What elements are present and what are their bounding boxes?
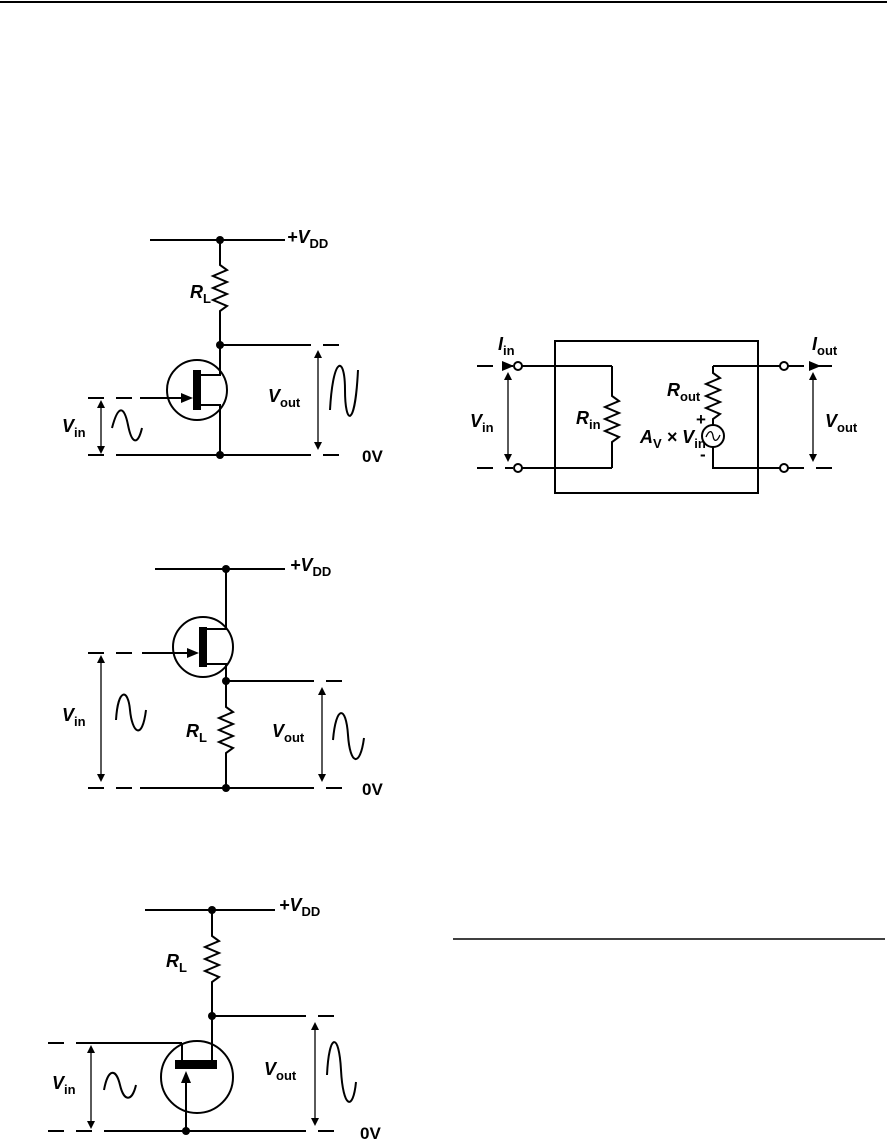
output-arrow-down-icon — [314, 442, 322, 450]
output-sine-wave-icon — [332, 712, 365, 760]
source-follower-circuit: +VDD RL 0V Vout Vin — [62, 555, 383, 799]
output-sine-wave-icon — [329, 364, 359, 417]
ground-label: 0V — [362, 780, 383, 799]
jfet-source-lead — [207, 663, 227, 681]
output-arrow-down-icon — [809, 454, 817, 462]
input-sine-wave-icon — [103, 1071, 137, 1099]
output-voltage-label: Vout — [268, 386, 301, 410]
output-arrow-down-icon — [318, 774, 326, 782]
amplifier-box — [554, 340, 759, 494]
output-resistor — [703, 366, 723, 425]
input-voltage-label: Vin — [52, 1073, 76, 1097]
jfet-channel-bar — [199, 627, 207, 667]
input-current-arrow-icon — [502, 361, 514, 371]
jfet-channel-bar — [193, 370, 201, 410]
jfet-symbol — [160, 1040, 234, 1114]
jfet-drain-lead — [207, 625, 227, 630]
output-arrow-up-icon — [318, 687, 326, 695]
ground-node-dot — [182, 1127, 190, 1135]
gain-expression-label: AV × Vin — [639, 427, 706, 451]
source-minus-sign: - — [700, 445, 706, 464]
supply-label: +VDD — [290, 555, 331, 579]
load-resistor — [202, 910, 222, 1016]
input-voltage-label: Vin — [62, 416, 86, 440]
output-voltage-label: Vout — [264, 1059, 297, 1083]
amplifier-equivalent-model: Rin Iin Vin Rout + - AV × Vin Iout Vout — [470, 334, 858, 494]
input-sine-wave-icon — [115, 693, 147, 732]
ground-node-dot — [216, 451, 224, 459]
output-arrow-up-icon — [314, 350, 322, 358]
common-gate-circuit: +VDD RL 0V Vout Vin — [48, 895, 381, 1139]
load-resistor-label: RL — [186, 721, 207, 745]
input-resistor — [602, 366, 622, 468]
input-bottom-terminal — [513, 463, 523, 473]
input-current-label: Iin — [498, 334, 515, 358]
jfet-symbol — [166, 359, 228, 421]
output-bottom-wire — [712, 447, 780, 469]
input-arrow-down-icon — [97, 774, 105, 782]
jfet-drain-lead — [201, 345, 221, 376]
output-resistance-label: Rout — [667, 380, 701, 404]
input-arrow-down-icon — [504, 454, 512, 462]
ground-label: 0V — [360, 1124, 381, 1139]
input-voltage-label: Vin — [62, 705, 86, 729]
input-arrow-down-icon — [97, 446, 105, 454]
load-resistor — [210, 240, 230, 345]
jfet-symbol — [172, 616, 234, 678]
output-bottom-terminal — [779, 463, 789, 473]
ground-node-dot — [222, 784, 230, 792]
jfet-source-lead — [201, 404, 221, 455]
load-resistor-label: RL — [166, 951, 187, 975]
input-voltage-label: Vin — [470, 411, 494, 435]
output-top-terminal — [779, 361, 789, 371]
source-plus-sign: + — [696, 410, 706, 429]
jfet-channel-bar — [175, 1060, 217, 1069]
input-resistance-label: Rin — [576, 408, 601, 432]
ground-label: 0V — [362, 447, 383, 466]
output-arrow-up-icon — [809, 372, 817, 380]
input-arrow-up-icon — [504, 372, 512, 380]
input-sine-wave-icon — [111, 409, 143, 442]
input-arrow-up-icon — [97, 400, 105, 408]
output-current-arrow-icon — [809, 361, 821, 371]
input-arrow-down-icon — [87, 1121, 95, 1129]
output-current-label: Iout — [812, 334, 838, 358]
input-arrow-up-icon — [97, 655, 105, 663]
gate-arrow-icon — [187, 648, 199, 658]
output-voltage-label: Vout — [825, 411, 858, 435]
gate-arrow-icon — [181, 1071, 191, 1083]
output-voltage-label: Vout — [272, 721, 305, 745]
supply-label: +VDD — [287, 227, 328, 251]
input-arrow-up-icon — [87, 1045, 95, 1053]
output-arrow-up-icon — [311, 1022, 319, 1030]
common-source-circuit: +VDD RL 0V Vout Vin — [62, 227, 383, 466]
load-resistor — [216, 681, 236, 788]
ac-source-tilde-icon — [705, 430, 721, 442]
gate-arrow-icon — [181, 393, 193, 403]
output-sine-wave-icon — [326, 1041, 357, 1103]
output-arrow-down-icon — [311, 1118, 319, 1126]
supply-label: +VDD — [279, 895, 320, 919]
load-resistor-label: RL — [190, 282, 211, 306]
input-top-terminal — [513, 361, 523, 371]
